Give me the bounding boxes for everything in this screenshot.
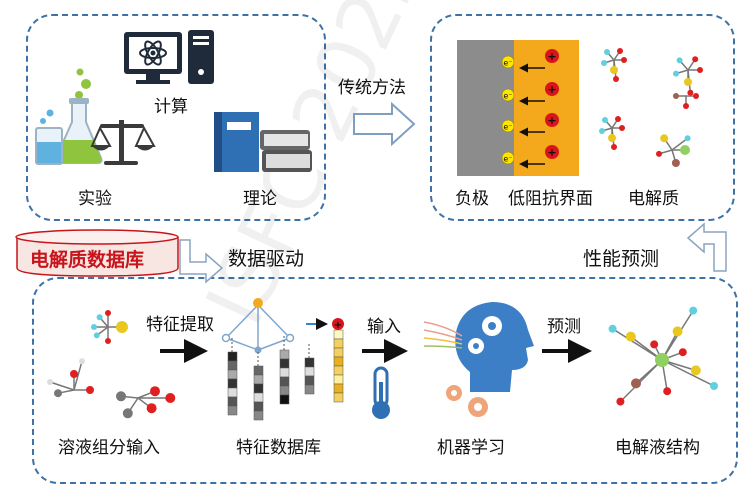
machine-learning-label: 机器学习 [437,438,505,458]
panel-interface [430,14,735,221]
performance-arrow [686,222,727,272]
data-driven-label: 数据驱动 [228,248,305,270]
predict-label: 预测 [547,317,581,337]
input-label: 输入 [367,317,401,337]
electrode-interface-figure [457,40,579,176]
performance-prediction-label: 性能预测 [583,248,660,270]
molecule [599,116,625,150]
traditional-methods-label: 传统方法 [338,78,406,98]
lab-flask-icon [35,68,103,165]
feature-bars: + [227,318,344,421]
svg-text:e⁻: e⁻ [503,92,512,101]
ion-4: + [519,145,559,169]
svg-text:e⁻: e⁻ [503,155,512,164]
svg-text:e⁻: e⁻ [503,123,512,132]
data-driven-arrow [179,239,224,284]
solvent-molecules [47,310,176,419]
anode-label: 负极 [455,189,489,209]
svg-text:e⁻: e⁻ [503,59,512,68]
electron-2: e⁻ [501,88,515,102]
molecule [673,56,703,96]
electrolyte-structure-label: 电解液结构 [615,438,700,458]
molecule [601,48,627,82]
svg-text:+: + [547,114,556,127]
panel-traditional-methods [26,14,326,221]
feature-tree [221,298,328,354]
ion-1: + [519,49,559,73]
computer-icon [124,30,214,84]
feature-column-3 [279,336,290,405]
svg-text:+: + [547,83,556,96]
theory-label: 理论 [243,189,277,209]
svg-text:+: + [547,50,556,63]
books-icon [214,112,312,172]
feature-column-2 [253,352,264,421]
feature-column-1 [227,338,238,416]
panel-data-driven [32,277,738,484]
molecule [47,358,94,398]
feature-column-4 [304,344,315,395]
balance-scale-icon [90,120,156,165]
experiment-label: 实验 [78,189,112,209]
electron-1: e⁻ [501,55,515,69]
interface-label: 低阻抗界面 [508,189,593,209]
feature-extract-label: 特征提取 [146,315,214,335]
molecule [116,386,176,419]
electrolyte-molecules [599,48,703,167]
ion-3: + [519,113,559,137]
database-label: 电解质数据库 [30,249,145,271]
electron-3: e⁻ [501,119,515,133]
electrolyte-structure [608,306,718,406]
solvent-input-label: 溶液组分输入 [58,438,160,458]
feature-database-label: 特征数据库 [236,438,321,458]
svg-text:+: + [334,320,342,331]
electrolyte-label: 电解质 [628,189,679,209]
machine-learning-head-icon [423,302,534,417]
molecule [91,310,128,344]
traditional-arrow [353,101,416,147]
ion-marker: + [332,318,344,331]
svg-text:+: + [547,146,556,159]
molecule [656,134,691,167]
electron-4: e⁻ [501,151,515,165]
database-icon[interactable] [15,229,179,277]
compute-label: 计算 [154,97,188,117]
feature-column-5 [333,329,344,403]
molecule [673,93,699,109]
ion-2: + [519,82,559,106]
thermometer-icon [372,366,390,419]
